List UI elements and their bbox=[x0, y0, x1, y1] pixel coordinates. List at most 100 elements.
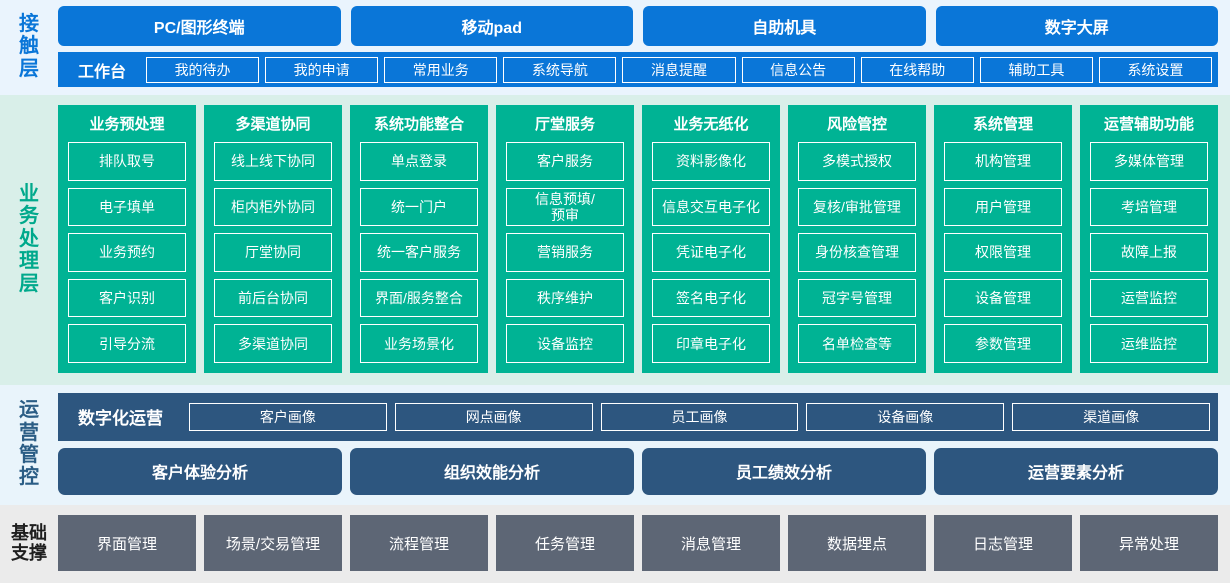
touch-label-char-0: 接 bbox=[19, 12, 39, 35]
channel-row: PC/图形终端 移动pad 自助机具 数字大屏 bbox=[58, 6, 1218, 46]
biz-item[interactable]: 复核/审批管理 bbox=[798, 187, 916, 227]
business-label-char-2: 处 bbox=[19, 227, 39, 250]
operations-layer-label-vertical: 运 营 管 控 bbox=[19, 399, 39, 489]
portrait-employee[interactable]: 员工画像 bbox=[600, 402, 799, 431]
biz-item[interactable]: 参数管理 bbox=[944, 324, 1062, 363]
operations-body: 数字化运营 客户画像 网点画像 员工画像 设备画像 渠道画像 客户体验分析 组织… bbox=[58, 393, 1218, 495]
operations-label-char-3: 控 bbox=[19, 466, 39, 489]
biz-item[interactable]: 考培管理 bbox=[1090, 187, 1208, 227]
column-items: 多模式授权 复核/审批管理 身份核查管理 冠字号管理 名单检查等 bbox=[798, 142, 916, 363]
workbench-item-system-settings[interactable]: 系统设置 bbox=[1098, 56, 1212, 83]
biz-item[interactable]: 单点登录 bbox=[360, 142, 478, 181]
biz-item[interactable]: 多媒体管理 bbox=[1090, 142, 1208, 181]
business-column-paperless: 业务无纸化 资料影像化 信息交互电子化 凭证电子化 签名电子化 印章电子化 bbox=[642, 105, 780, 373]
column-items: 资料影像化 信息交互电子化 凭证电子化 签名电子化 印章电子化 bbox=[652, 142, 770, 363]
workbench-item-online-help[interactable]: 在线帮助 bbox=[860, 56, 974, 83]
biz-item[interactable]: 界面/服务整合 bbox=[360, 278, 478, 318]
portrait-branch[interactable]: 网点画像 bbox=[394, 402, 593, 431]
analysis-employee-performance[interactable]: 员工绩效分析 bbox=[642, 447, 926, 495]
biz-item[interactable]: 签名电子化 bbox=[652, 278, 770, 318]
base-item-process-management[interactable]: 流程管理 bbox=[350, 515, 488, 571]
biz-item[interactable]: 资料影像化 bbox=[652, 142, 770, 181]
biz-item[interactable]: 引导分流 bbox=[68, 324, 186, 363]
base-item-log-management[interactable]: 日志管理 bbox=[934, 515, 1072, 571]
biz-item[interactable]: 设备监控 bbox=[506, 324, 624, 363]
channel-self-service[interactable]: 自助机具 bbox=[643, 6, 926, 46]
business-label-char-3: 理 bbox=[19, 250, 39, 273]
biz-item[interactable]: 线上线下协同 bbox=[214, 142, 332, 181]
touch-label-char-2: 层 bbox=[19, 57, 39, 80]
workbench-item-announcement[interactable]: 信息公告 bbox=[741, 56, 855, 83]
biz-item[interactable]: 电子填单 bbox=[68, 187, 186, 227]
portrait-device[interactable]: 设备画像 bbox=[806, 402, 1005, 431]
workbench-item-system-nav[interactable]: 系统导航 bbox=[503, 56, 617, 83]
biz-item[interactable]: 统一门户 bbox=[360, 187, 478, 227]
biz-item[interactable]: 业务预约 bbox=[68, 233, 186, 272]
biz-item[interactable]: 统一客户服务 bbox=[360, 233, 478, 272]
base-item-scenario-transaction[interactable]: 场景/交易管理 bbox=[204, 515, 342, 571]
column-items: 排队取号 电子填单 业务预约 客户识别 引导分流 bbox=[68, 142, 186, 363]
column-title: 风险管控 bbox=[826, 116, 887, 133]
base-item-ui-management[interactable]: 界面管理 bbox=[58, 515, 196, 571]
biz-item[interactable]: 设备管理 bbox=[944, 278, 1062, 318]
analysis-row: 客户体验分析 组织效能分析 员工绩效分析 运营要素分析 bbox=[58, 447, 1218, 495]
biz-item[interactable]: 客户识别 bbox=[68, 278, 186, 318]
column-title: 多渠道协同 bbox=[235, 116, 311, 133]
column-title: 运营辅助功能 bbox=[1103, 116, 1194, 133]
biz-item[interactable]: 印章电子化 bbox=[652, 324, 770, 363]
business-column-multichannel: 多渠道协同 线上线下协同 柜内柜外协同 厅堂协同 前后台协同 多渠道协同 bbox=[204, 105, 342, 373]
biz-item[interactable]: 信息预填/ 预审 bbox=[506, 187, 624, 227]
business-label-char-4: 层 bbox=[19, 272, 39, 295]
biz-item[interactable]: 名单检查等 bbox=[798, 324, 916, 363]
digital-operations-row: 数字化运营 客户画像 网点画像 员工画像 设备画像 渠道画像 bbox=[58, 393, 1218, 441]
workbench-item-common-business[interactable]: 常用业务 bbox=[384, 56, 498, 83]
biz-item[interactable]: 故障上报 bbox=[1090, 233, 1208, 272]
portrait-customer[interactable]: 客户画像 bbox=[189, 402, 387, 431]
column-items: 多媒体管理 考培管理 故障上报 运营监控 运维监控 bbox=[1090, 142, 1208, 363]
base-item-message-management[interactable]: 消息管理 bbox=[642, 515, 780, 571]
biz-item[interactable]: 营销服务 bbox=[506, 233, 624, 272]
analysis-org-effectiveness[interactable]: 组织效能分析 bbox=[350, 447, 634, 495]
biz-item[interactable]: 运维监控 bbox=[1090, 324, 1208, 363]
biz-item[interactable]: 运营监控 bbox=[1090, 278, 1208, 318]
operations-label-char-0: 运 bbox=[19, 399, 39, 422]
biz-item[interactable]: 凭证电子化 bbox=[652, 233, 770, 272]
base-items: 界面管理 场景/交易管理 流程管理 任务管理 消息管理 数据埋点 日志管理 异常… bbox=[58, 515, 1218, 571]
biz-item[interactable]: 前后台协同 bbox=[214, 278, 332, 318]
biz-item[interactable]: 权限管理 bbox=[944, 233, 1062, 272]
business-layer-label-vertical: 业 务 处 理 层 bbox=[19, 183, 39, 295]
operations-layer: 运 营 管 控 数字化运营 客户画像 网点画像 员工画像 设备画像 渠道画像 客… bbox=[0, 385, 1230, 505]
analysis-customer-experience[interactable]: 客户体验分析 bbox=[58, 447, 342, 495]
biz-item[interactable]: 多模式授权 bbox=[798, 142, 916, 181]
biz-item[interactable]: 秩序维护 bbox=[506, 278, 624, 318]
business-column-operation-support: 运营辅助功能 多媒体管理 考培管理 故障上报 运营监控 运维监控 bbox=[1080, 105, 1218, 373]
biz-item[interactable]: 客户服务 bbox=[506, 142, 624, 181]
column-items: 客户服务 信息预填/ 预审 营销服务 秩序维护 设备监控 bbox=[506, 142, 624, 363]
column-items: 线上线下协同 柜内柜外协同 厅堂协同 前后台协同 多渠道协同 bbox=[214, 142, 332, 363]
business-column-risk-control: 风险管控 多模式授权 复核/审批管理 身份核查管理 冠字号管理 名单检查等 bbox=[788, 105, 926, 373]
biz-item[interactable]: 冠字号管理 bbox=[798, 278, 916, 318]
base-item-task-management[interactable]: 任务管理 bbox=[496, 515, 634, 571]
biz-item[interactable]: 厅堂协同 bbox=[214, 233, 332, 272]
biz-item[interactable]: 多渠道协同 bbox=[214, 324, 332, 363]
channel-pc[interactable]: PC/图形终端 bbox=[58, 6, 341, 46]
biz-item[interactable]: 机构管理 bbox=[944, 142, 1062, 181]
workbench-item-todo[interactable]: 我的待办 bbox=[146, 56, 260, 83]
channel-digital-screen[interactable]: 数字大屏 bbox=[935, 6, 1218, 46]
column-title: 业务预处理 bbox=[89, 116, 165, 133]
biz-item[interactable]: 柜内柜外协同 bbox=[214, 187, 332, 227]
portrait-channel[interactable]: 渠道画像 bbox=[1012, 402, 1210, 431]
workbench-item-applications[interactable]: 我的申请 bbox=[265, 56, 379, 83]
base-item-data-tracking[interactable]: 数据埋点 bbox=[788, 515, 926, 571]
biz-item[interactable]: 身份核查管理 bbox=[798, 233, 916, 272]
biz-item[interactable]: 业务场景化 bbox=[360, 324, 478, 363]
operations-layer-label: 运 营 管 控 bbox=[0, 393, 58, 495]
biz-item[interactable]: 用户管理 bbox=[944, 187, 1062, 227]
biz-item[interactable]: 排队取号 bbox=[68, 142, 186, 181]
biz-item[interactable]: 信息交互电子化 bbox=[652, 187, 770, 227]
workbench-item-message-alert[interactable]: 消息提醒 bbox=[622, 56, 736, 83]
base-item-exception-handling[interactable]: 异常处理 bbox=[1080, 515, 1218, 571]
workbench-item-aux-tools[interactable]: 辅助工具 bbox=[979, 56, 1093, 83]
analysis-operation-factors[interactable]: 运营要素分析 bbox=[934, 447, 1218, 495]
channel-mobile-pad[interactable]: 移动pad bbox=[350, 6, 633, 46]
